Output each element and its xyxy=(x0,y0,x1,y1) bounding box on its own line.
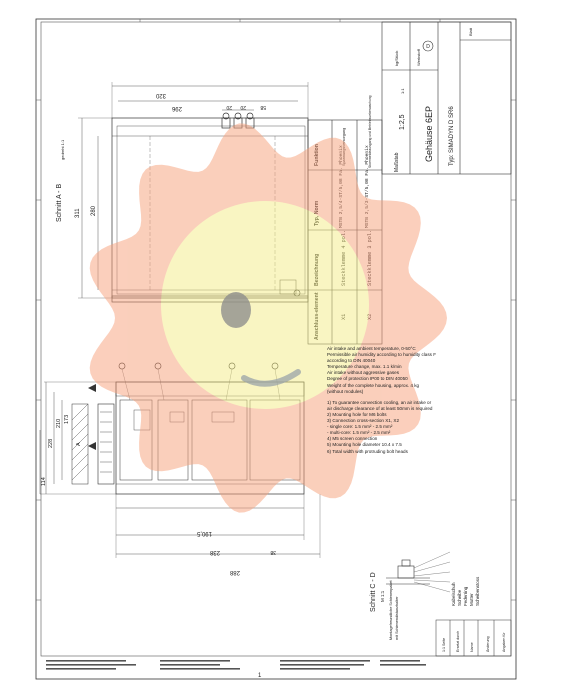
dim-311: 311 xyxy=(75,208,81,218)
note-bullet: (without modules) xyxy=(327,388,364,394)
dim-190: 190,5 xyxy=(196,530,212,536)
view-label: gedreht 1:1 xyxy=(60,139,65,160)
revision-circle xyxy=(422,40,434,52)
change-col-2: Änderung xyxy=(486,636,490,652)
change-col-1: Angaben für xyxy=(502,632,506,652)
dim-296: 296 xyxy=(171,105,182,111)
note-numbered: 3) Connection cross-section X1, X2 xyxy=(327,418,400,424)
note-bullet: Air intake and ambient temperature, 0-50… xyxy=(327,346,416,351)
kg-label: kg/Stück xyxy=(394,51,399,66)
dim-210: 210 xyxy=(56,419,62,428)
sun-face-features xyxy=(221,292,301,387)
table-row2-type: MSTB 2,5/3-ST/5,08 Fa. Phoenix xyxy=(364,145,370,228)
section-cd-note-2: mit Schienendistanzhalter xyxy=(395,596,399,640)
title-block xyxy=(381,21,512,175)
note-bullet: Permissible air humidity according to hu… xyxy=(327,352,437,358)
section-marker-a: A xyxy=(76,442,82,446)
note-numbered: - single core: 1.5 mm² - 2.5 mm² xyxy=(327,424,393,430)
note-bullet: according to DIN 40040 xyxy=(327,358,376,364)
revision-symbol: D xyxy=(426,44,430,50)
border-grid-ticks xyxy=(36,19,516,601)
note-numbered: 4) M5 screen connection xyxy=(327,436,378,442)
footer-fine-print xyxy=(46,660,426,670)
blatt-label: Blatt xyxy=(468,27,473,36)
dim-20a: 20 xyxy=(226,104,232,110)
change-block xyxy=(435,619,512,657)
title-gehaeuse: Gehäuse 6EP xyxy=(424,106,434,162)
note-bullet: Temperature change, max. 1.1 k/min xyxy=(327,364,402,370)
note-numbered: - multi-core: 1.5 mm² - 2.5 mm² xyxy=(327,430,391,436)
note-bullet: Air intake without aggressive gases xyxy=(327,370,400,376)
section-ab-label: Schnitt A - B xyxy=(56,184,63,222)
dim-20b: 20 xyxy=(240,104,246,110)
section-cd-view xyxy=(386,551,451,593)
notes-panel: Air intake and ambient temperature, 0-50… xyxy=(327,346,482,486)
inner-border xyxy=(40,21,512,657)
material-label: Werkstoff xyxy=(416,48,421,66)
dim-238: 238 xyxy=(209,549,220,555)
section-cd-scale: M 1:1 xyxy=(380,590,385,602)
change-col-4: Ersetzt durch xyxy=(456,631,460,652)
section-cd-note-1: Montagefreundliche Schienenpaket xyxy=(389,580,393,640)
sun-smile xyxy=(241,369,301,387)
page-number: 1 xyxy=(258,673,262,679)
scale-label: Maßstab xyxy=(394,152,400,172)
section-cd-label: Schnitt C - D xyxy=(370,572,377,612)
table-row2-function: Stoermeldeausgang und Betriebsueberwachu… xyxy=(368,95,372,168)
sun-overlay xyxy=(89,123,447,513)
dim-114: 114 xyxy=(41,477,47,486)
note-numbered: 1) To guarantee convection cooling, an a… xyxy=(327,399,432,405)
title-type: Typ: SIMADYN D SR6 xyxy=(449,106,455,166)
dim-320: 320 xyxy=(155,92,166,98)
note-numbered: 2) Mounting hole for M6 bolts xyxy=(327,411,387,417)
note-numbered: air discharge clearance of at least 50mm… xyxy=(327,405,433,411)
sun-eye xyxy=(221,292,251,328)
change-col-5: 1:1 Seite xyxy=(442,638,446,652)
note-bullet: Degree of protection IP00 to DIN 40050 xyxy=(327,376,408,382)
note-numbered: 5) Mounting hole diameter 10.4 x 7.5 xyxy=(327,442,402,448)
bolt-legend-item: Federring xyxy=(463,586,468,606)
dim-288: 288 xyxy=(229,569,240,575)
dim-173: 173 xyxy=(64,415,70,424)
note-bullet: Weight of the complete housing, approx. … xyxy=(327,382,420,388)
bolt-legend-item: Mutter xyxy=(469,593,474,606)
change-col-3: Name xyxy=(470,642,474,652)
sheet-scale: 1:1 xyxy=(400,88,405,94)
bolt-legend-item: Scheibenstoss xyxy=(475,576,480,606)
dim-38: 38 xyxy=(270,549,276,555)
notes-bullet-list: Air intake and ambient temperature, 0-50… xyxy=(327,346,482,395)
dim-280: 280 xyxy=(91,205,97,216)
bolt-legend-item: Kabelschuh xyxy=(451,582,456,606)
dim-58: 58 xyxy=(260,104,266,110)
bolt-legend: Kabelschuh Scheibe Federring Mutter Sche… xyxy=(451,576,480,606)
dim-228: 228 xyxy=(48,439,54,448)
sheet-border xyxy=(35,18,517,680)
sun-face xyxy=(161,201,369,409)
bolt-legend-item: Scheibe xyxy=(457,589,462,606)
notes-numbered-list: 1) To guarantee convection cooling, an a… xyxy=(327,400,482,455)
scale-value: 1:2,5 xyxy=(399,114,406,130)
note-numbered: 6) Total width with protruding bolt head… xyxy=(327,448,408,454)
